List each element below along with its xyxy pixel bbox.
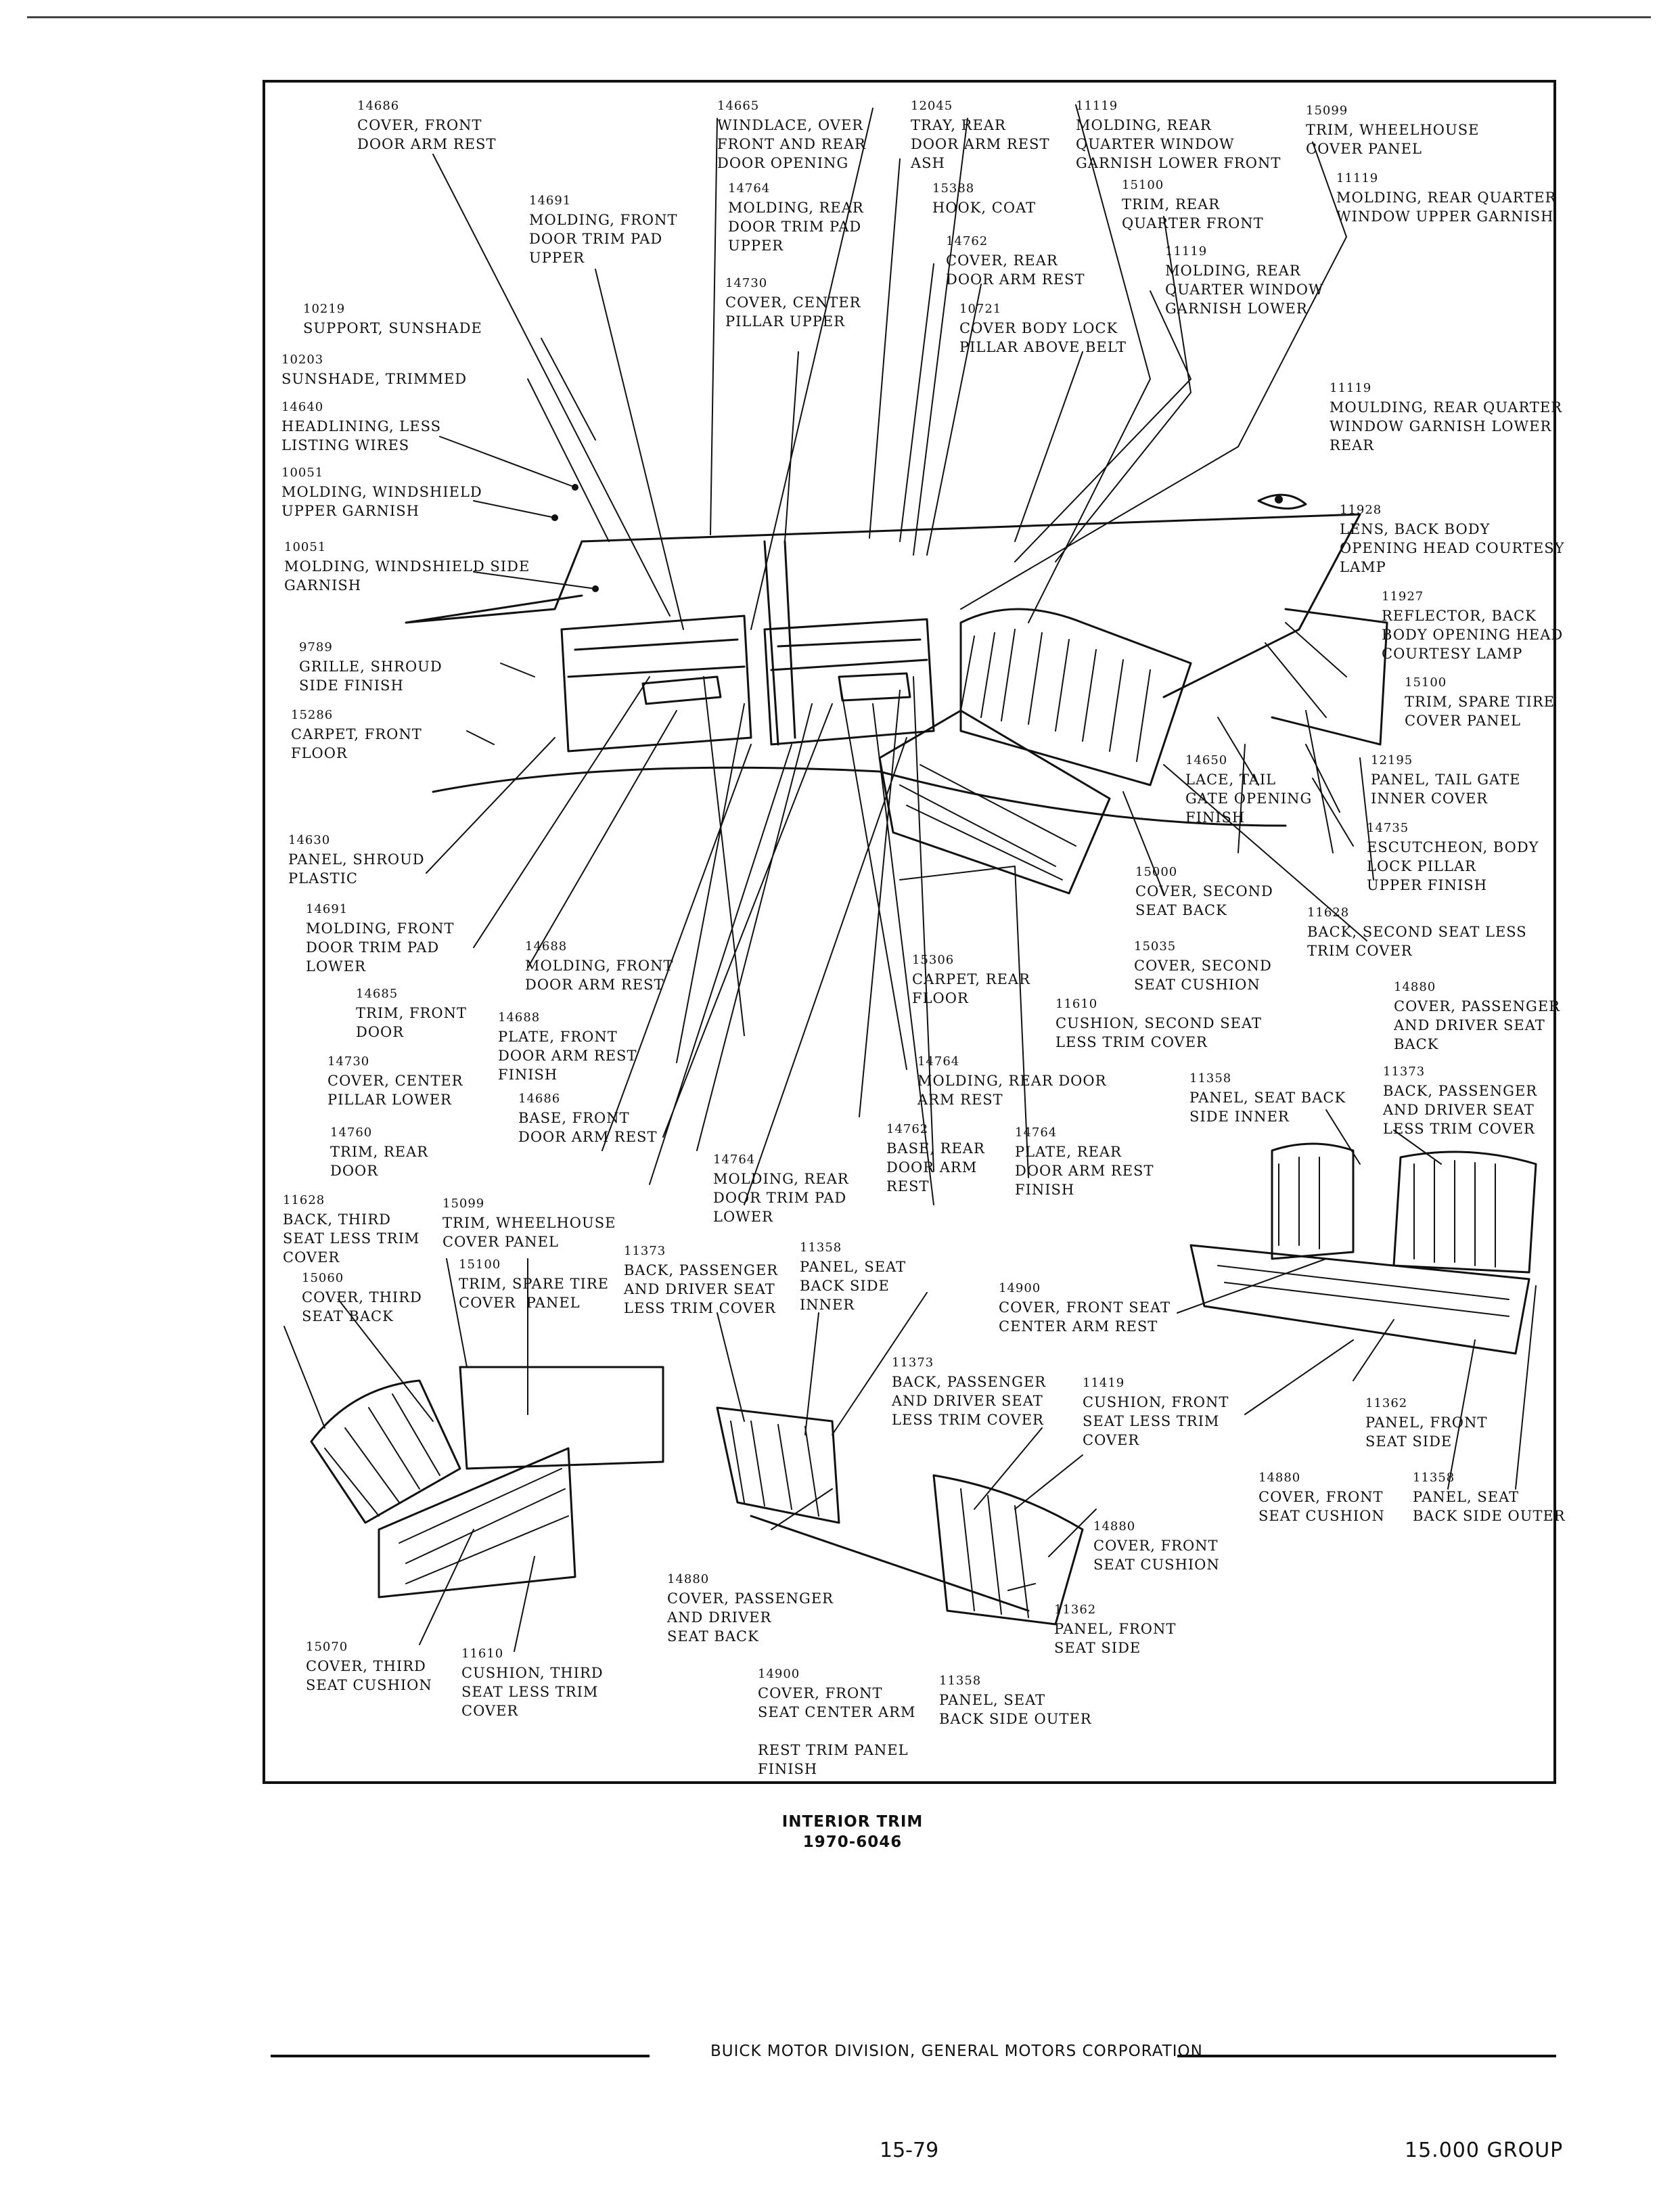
page-number: 15-79 [880,2139,939,2162]
third-seat-illustration [310,1366,664,1599]
roof-outline [581,513,1361,698]
footer-rule-left [271,2055,650,2057]
caption-title: INTERIOR TRIM [781,1813,924,1831]
footer-rule-right [1177,2055,1556,2057]
rear-door-panel [763,618,935,746]
figure-caption: INTERIOR TRIM 1970-6046 [677,1812,1028,1852]
diagram-frame [263,80,1556,1784]
windshield-pillar [405,540,583,624]
front-seat-right-illustration [1189,1142,1537,1355]
lamp-lens [1257,493,1307,510]
second-seat-back [959,608,1192,786]
second-seat-cushion [878,709,1111,895]
center-pillar [763,540,796,746]
tail-gate-area [1271,608,1388,746]
footer-organization: BUICK MOTOR DIVISION, GENERAL MOTORS COR… [710,2042,1203,2060]
floor-outline [432,766,1287,827]
front-door-armrest [641,675,722,705]
caption-code: 1970-6046 [802,1833,903,1851]
front-door-panel [560,615,752,753]
page-top-rule [27,16,1651,18]
leader-lines [426,104,1374,1205]
group-label: 15.000 GROUP [1405,2139,1564,2162]
